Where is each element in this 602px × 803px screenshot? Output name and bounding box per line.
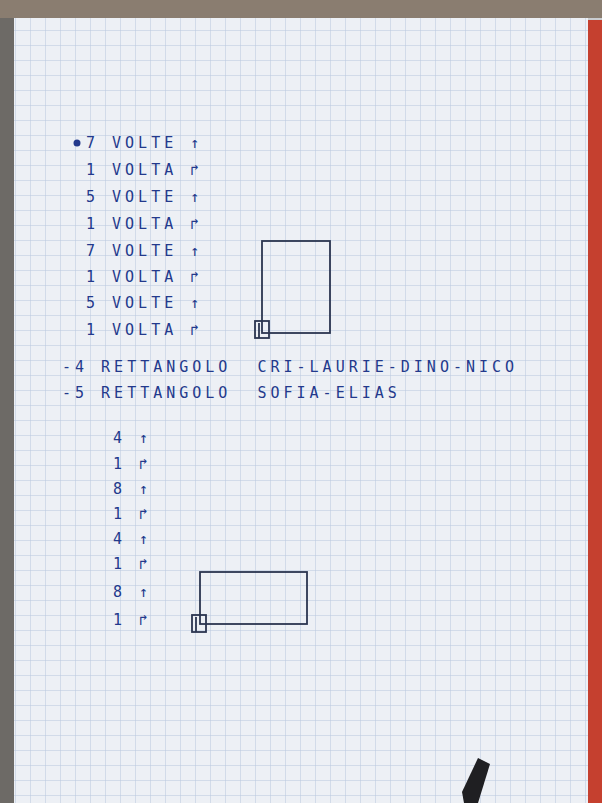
square-mark	[195, 617, 197, 632]
instruction-step: 5 VOLTE ↑	[86, 188, 203, 206]
rectangle-sketch	[262, 241, 330, 333]
group-note: -4 RETTANGOLO CRI-LAURIE-DINO-NICO	[62, 358, 518, 376]
instruction-step: 7 VOLTE ↑	[86, 242, 203, 260]
start-square	[192, 615, 206, 632]
instruction-step: 1 VOLTA ↱	[86, 215, 203, 233]
top-edge	[0, 0, 602, 18]
binding	[0, 0, 14, 803]
instruction-step: 4 ↑	[113, 429, 152, 447]
instruction-step: 1 ↱	[113, 505, 152, 523]
instruction-step: 1 VOLTA ↱	[86, 161, 203, 179]
bullet-dot	[74, 140, 81, 147]
grid	[14, 18, 588, 803]
instruction-step: 1 ↱	[113, 555, 152, 573]
instruction-step: 4 ↑	[113, 530, 152, 548]
instruction-step: 1 ↱	[113, 455, 152, 473]
instruction-step: 1 VOLTA ↱	[86, 268, 203, 286]
start-square	[255, 321, 269, 338]
instruction-step: 5 VOLTE ↑	[86, 294, 203, 312]
instruction-step: 7 VOLTE ↑	[86, 134, 203, 152]
instruction-step: 1 ↱	[113, 611, 152, 629]
pen	[462, 758, 490, 803]
cover-edge	[588, 20, 602, 803]
square-mark	[258, 323, 260, 338]
paper	[14, 18, 588, 803]
instruction-step: 8 ↑	[113, 480, 152, 498]
group-note: -5 RETTANGOLO SOFIA-ELIAS	[62, 384, 401, 402]
rectangle-sketch	[200, 572, 307, 624]
instruction-step: 1 VOLTA ↱	[86, 321, 203, 339]
instruction-step: 8 ↑	[113, 583, 152, 601]
